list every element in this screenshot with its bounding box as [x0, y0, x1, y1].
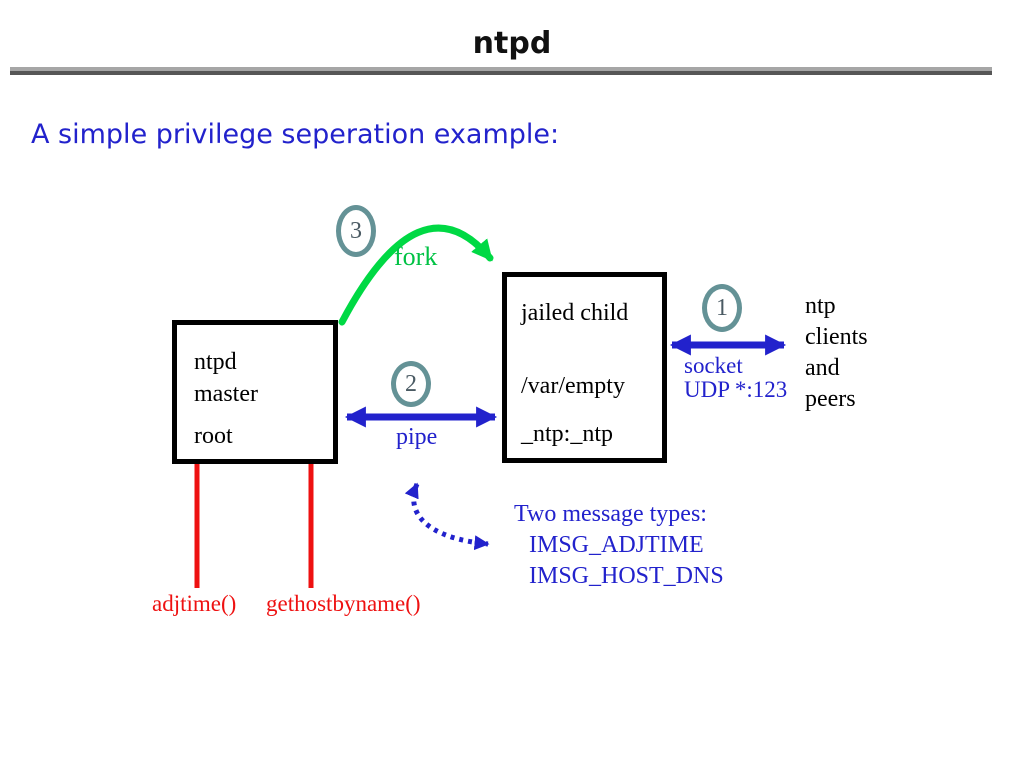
master-box-line: root: [194, 423, 233, 449]
slide-heading: A simple privilege seperation example:: [31, 119, 560, 150]
child-box-line: _ntp:_ntp: [521, 421, 614, 447]
slide-title: ntpd: [472, 26, 552, 61]
step-badge-1: 1: [702, 284, 742, 332]
udp-port-label: UDP *:123: [684, 377, 788, 402]
ipc-messages-arrow: [404, 482, 490, 551]
message-type-item: IMSG_HOST_DNS: [529, 563, 724, 589]
step-badge-3: 3: [336, 205, 376, 257]
step-badge-2: 2: [391, 361, 431, 407]
peers-text-line: clients: [805, 324, 868, 350]
child-box-line: jailed child: [521, 300, 629, 326]
header-rule-bottom: [10, 71, 992, 75]
peers-text-line: peers: [805, 386, 856, 412]
adjtime-label: adjtime(): [152, 591, 237, 616]
master-box-line: master: [194, 381, 258, 407]
message-types-title: Two message types:: [514, 501, 707, 527]
peers-text-line: ntp: [805, 293, 836, 319]
peers-text-line: and: [805, 355, 840, 381]
message-type-item: IMSG_ADJTIME: [529, 532, 704, 558]
master-process-box: [172, 320, 338, 464]
jailed-child-box: [502, 272, 667, 463]
step-badge-2-number: 2: [405, 370, 417, 397]
pipe-label: pipe: [396, 424, 438, 450]
fork-label: fork: [394, 242, 438, 271]
step-badge-3-number: 3: [350, 217, 362, 244]
step-badge-1-number: 1: [716, 294, 728, 321]
gethostbyname-label: gethostbyname(): [266, 591, 421, 616]
child-box-line: /var/empty: [521, 373, 625, 399]
header-rule-top: [10, 67, 992, 71]
socket-label: socket: [684, 353, 743, 378]
master-box-line: ntpd: [194, 349, 237, 375]
